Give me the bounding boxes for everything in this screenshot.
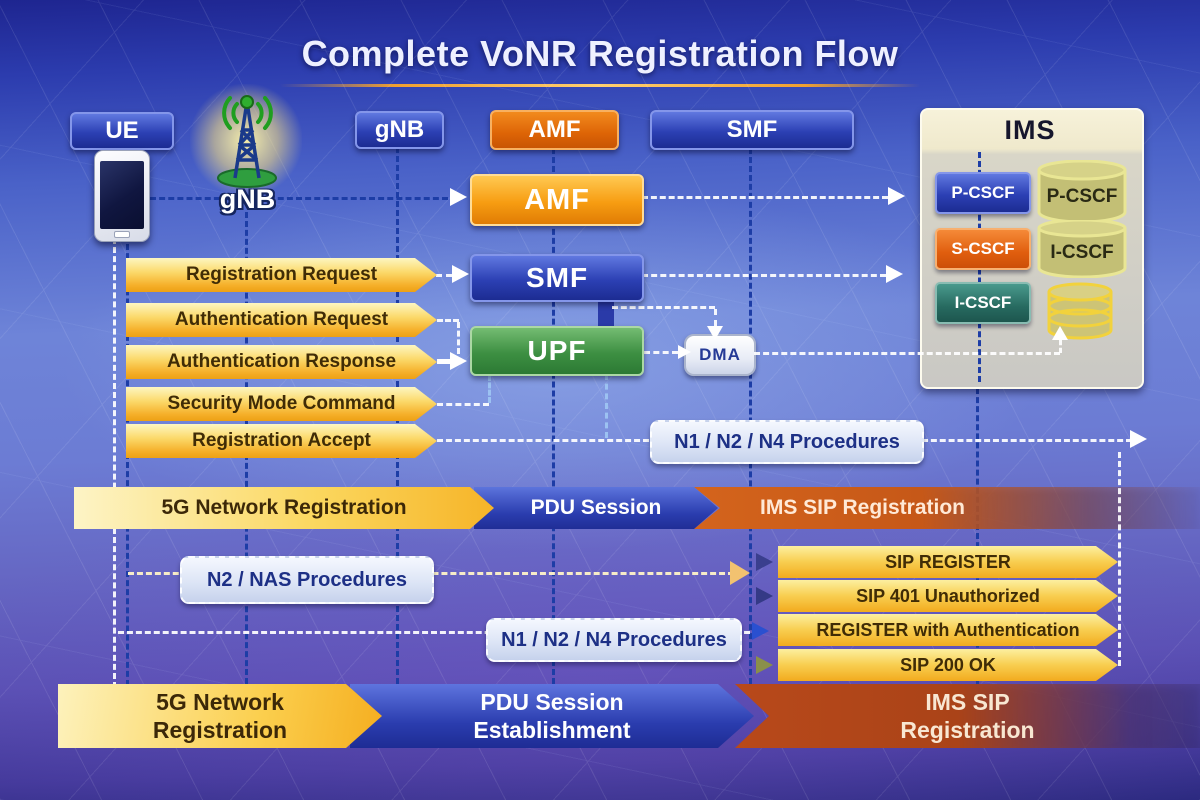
- icscf-box: I-CSCF: [935, 282, 1031, 324]
- upf-node: UPF: [470, 326, 644, 376]
- cell-tower-icon: [217, 95, 277, 188]
- lane-amf: AMF: [490, 110, 619, 150]
- bottom-reg-line1: 5G Network: [156, 689, 284, 715]
- lane-gnb: gNB: [355, 111, 444, 149]
- security-mode-elbow-up: [488, 375, 491, 403]
- lane-smf: SMF: [650, 110, 854, 150]
- reg-accept-dash: [437, 439, 649, 442]
- msg-registration-request: Registration Request: [126, 258, 437, 292]
- tower-label: gNB: [219, 183, 276, 214]
- ue-lifeline-2: [126, 244, 129, 686]
- smf-lifeline: [749, 148, 752, 684]
- msg-authentication-response: Authentication Response: [126, 345, 437, 379]
- sip-chain-vertical-dash: [1118, 452, 1121, 666]
- bottom-pdu-line2: Establishment: [473, 717, 631, 743]
- arrowhead-into-hss-icon: [1052, 326, 1068, 340]
- procedures-lower-box: N1 / N2 / N4 Procedures: [486, 618, 742, 662]
- smf-to-ims-dash: [642, 274, 886, 277]
- title-underline: [280, 84, 920, 87]
- sip-register: SIP REGISTER: [778, 546, 1118, 578]
- upf-to-dma-dash: [644, 351, 678, 354]
- sip-401-unauthorized: SIP 401 Unauthorized: [778, 580, 1118, 612]
- arrowhead-into-smf-icon: [452, 265, 469, 283]
- procedures-top-box: N1 / N2 / N4 Procedures: [650, 420, 924, 464]
- pcscf-database-icon: P-CSCF: [1037, 160, 1127, 222]
- dma-node: DMA: [684, 334, 756, 376]
- smf-to-dma-elbow: [714, 309, 717, 326]
- ims-lifeline: [976, 388, 979, 684]
- auth-request-elbow: [457, 322, 460, 354]
- icscf-database-icon: I-CSCF: [1037, 220, 1127, 278]
- msg-registration-accept: Registration Accept: [126, 424, 437, 458]
- pcscf-box: P-CSCF: [935, 172, 1031, 214]
- ue-lifeline: [113, 238, 116, 688]
- auth-response-shaft: [437, 359, 451, 364]
- arrowhead-into-dma-top-icon: [707, 326, 723, 340]
- dma-to-hss-elbow: [1059, 340, 1062, 353]
- arrowhead-into-dma-icon: [678, 345, 691, 359]
- smf-node: SMF: [470, 254, 644, 302]
- n2-nas-box: N2 / NAS Procedures: [180, 556, 434, 604]
- security-mode-dash: [437, 403, 489, 406]
- arrowhead-sip-1-icon: [756, 553, 773, 571]
- amf-node: AMF: [470, 174, 644, 226]
- mid-band-ims-sip: IMS SIP Registration: [694, 487, 1200, 529]
- bottom-reg-line2: Registration: [152, 717, 288, 743]
- ims-panel: IMS P-CSCF S-CSCF I-CSCF P-CSCF I-CSCF: [920, 108, 1144, 389]
- register-with-authentication: REGISTER with Authentication: [778, 614, 1118, 646]
- arrowhead-sip-4-icon: [756, 656, 773, 674]
- dma-to-hss-dash: [754, 352, 1060, 355]
- ims-title: IMS: [1004, 114, 1056, 145]
- msg-security-mode-command: Security Mode Command: [126, 387, 437, 421]
- mid-band-pdu: PDU Session: [474, 487, 718, 529]
- auth-request-dash: [437, 319, 459, 322]
- bottom-ims-line2: Registration: [900, 717, 1035, 743]
- smf-to-dma-dash: [612, 306, 715, 309]
- msg-authentication-request: Authentication Request: [126, 303, 437, 337]
- procedures-top-dash: [922, 439, 1132, 442]
- mid-band-5g-reg: 5G Network Registration: [74, 487, 494, 529]
- page-title: Complete VoNR Registration Flow: [301, 33, 899, 74]
- arrowhead-into-upf-icon: [450, 352, 467, 370]
- reg-request-dash: [436, 274, 452, 277]
- amf-to-ims-dash: [642, 196, 888, 199]
- arrowhead-sip-2-icon: [756, 587, 773, 605]
- smartphone-icon: [94, 150, 150, 242]
- bottom-ims-line1: IMS SIP: [925, 689, 1010, 715]
- arrowhead-procedures-lower-icon: [752, 622, 769, 640]
- sip-200-ok: SIP 200 OK: [778, 649, 1118, 681]
- smf-upf-connector: [598, 296, 614, 330]
- upf-down-elbow: [605, 374, 608, 438]
- arrowhead-into-pcscf-icon: [888, 187, 905, 205]
- amf-lifeline: [552, 148, 555, 684]
- bottom-pdu-line1: PDU Session: [480, 689, 624, 715]
- scscf-box: S-CSCF: [935, 228, 1031, 270]
- arrowhead-into-icscf-icon: [886, 265, 903, 283]
- svg-text:I-CSCF: I-CSCF: [1050, 242, 1113, 263]
- procedures-lower-dash: [118, 631, 750, 634]
- ue-to-amf-dash: [150, 197, 448, 200]
- arrowhead-into-amf-icon: [450, 188, 467, 206]
- arrowhead-n2-nas-icon: [730, 561, 750, 585]
- lane-ue: UE: [70, 112, 174, 150]
- svg-text:P-CSCF: P-CSCF: [1047, 186, 1118, 207]
- arrowhead-procedures-top-icon: [1130, 430, 1147, 448]
